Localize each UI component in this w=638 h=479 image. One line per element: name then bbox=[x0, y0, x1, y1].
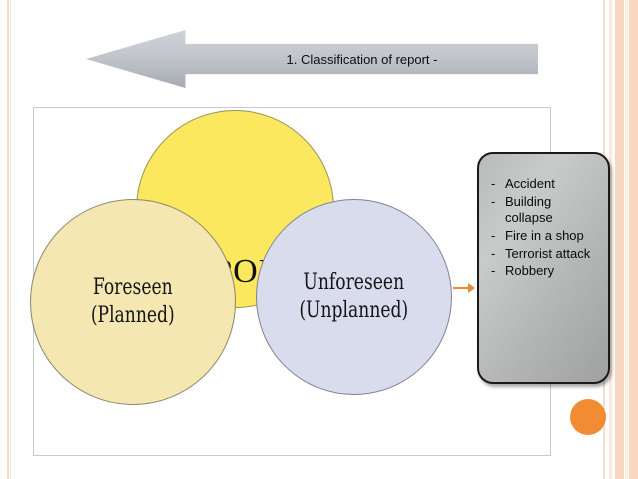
edge-stripe-left-inner bbox=[10, 0, 11, 479]
venn-foreseen-line2: (Planned) bbox=[91, 303, 175, 328]
bullet-marker: - bbox=[491, 193, 496, 209]
list-item-label: Robbery bbox=[505, 263, 555, 279]
venn-circle-foreseen: Foreseen (Planned) bbox=[30, 199, 236, 405]
edge-stripe-right-2 bbox=[609, 0, 612, 479]
bullet-marker: - bbox=[491, 245, 496, 261]
examples-list: - Accident - Building collapse - Fire in… bbox=[491, 176, 598, 280]
list-item: - Robbery bbox=[491, 263, 598, 280]
venn-circle-unforeseen-label: Unforeseen (Unplanned) bbox=[300, 269, 409, 325]
venn-unforeseen-line2: (Unplanned) bbox=[299, 298, 409, 323]
list-item-label: Accident bbox=[505, 176, 555, 191]
list-item: - Terrorist attack bbox=[491, 246, 598, 263]
list-item: - Accident bbox=[491, 176, 598, 193]
edge-stripe-left-outer bbox=[7, 0, 9, 479]
edge-stripe-right-4 bbox=[625, 0, 628, 479]
list-item: - Fire in a shop bbox=[491, 228, 598, 245]
venn-circle-unforeseen: Unforeseen (Unplanned) bbox=[256, 199, 452, 395]
list-item-label: Fire in a shop bbox=[505, 227, 584, 243]
bullet-marker: - bbox=[491, 176, 496, 191]
list-item-label: Terrorist attack bbox=[505, 245, 591, 261]
venn-foreseen-line1: Foreseen bbox=[93, 274, 173, 300]
venn-unforeseen-line1: Unforeseen bbox=[303, 269, 405, 295]
list-item-label: Building collapse bbox=[505, 193, 553, 226]
venn-circle-foreseen-label: Foreseen (Planned) bbox=[91, 274, 175, 330]
bullet-marker: - bbox=[491, 263, 496, 279]
bullet-marker: - bbox=[491, 227, 496, 243]
orange-dot-decoration bbox=[570, 399, 606, 435]
right-arrow-icon bbox=[453, 281, 477, 295]
slide-title: 1. Classification of report - bbox=[286, 51, 438, 67]
examples-panel: - Accident - Building collapse - Fire in… bbox=[477, 152, 610, 384]
edge-stripe-right-5 bbox=[629, 0, 638, 479]
list-item: - Building collapse bbox=[491, 194, 598, 227]
title-banner-arrow: 1. Classification of report - bbox=[86, 30, 538, 88]
edge-stripe-right-3 bbox=[615, 0, 624, 479]
